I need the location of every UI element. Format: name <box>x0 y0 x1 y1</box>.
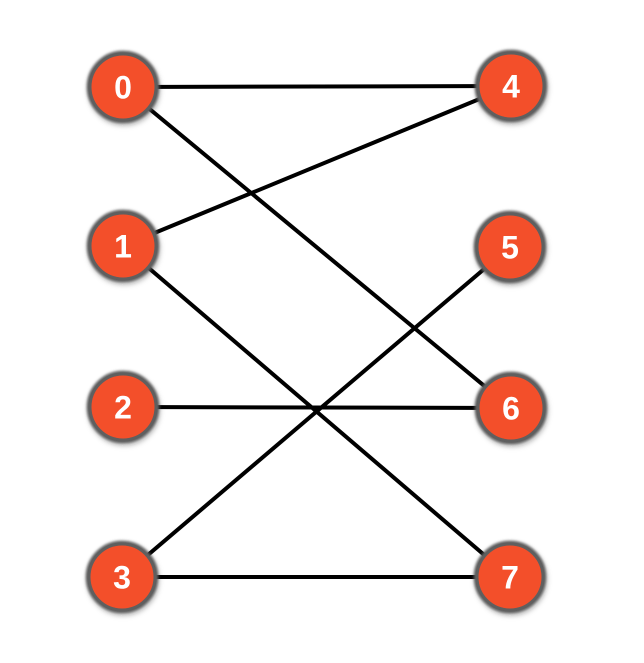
node-circle <box>87 542 157 612</box>
node-circle <box>475 542 545 612</box>
node-circle <box>88 372 158 442</box>
node-label-2: 2 <box>114 390 132 426</box>
node-label-5: 5 <box>501 230 519 266</box>
node-label-4: 4 <box>502 69 520 105</box>
graph-edge-1-4 <box>121 84 513 248</box>
node-circle <box>475 212 545 282</box>
node-label-1: 1 <box>114 229 132 265</box>
node-circle <box>88 52 158 122</box>
graph-edge-2-6 <box>121 405 513 410</box>
graph-node-2: 2 <box>86 370 160 444</box>
node-label-7: 7 <box>501 560 519 596</box>
graph-edge-0-4 <box>121 84 513 89</box>
graph-node-1: 1 <box>86 209 160 283</box>
nodes-layer: 0 1 2 3 4 5 6 7 <box>85 49 548 614</box>
graph-edge-3-5 <box>120 245 512 579</box>
node-circle <box>476 373 546 443</box>
graph-node-5: 5 <box>473 210 547 284</box>
graph-node-3: 3 <box>85 540 159 614</box>
node-label-0: 0 <box>114 70 132 106</box>
graph-node-6: 6 <box>474 371 548 445</box>
node-label-3: 3 <box>113 560 131 596</box>
node-circle <box>88 211 158 281</box>
node-label-6: 6 <box>502 391 520 427</box>
graph-node-4: 4 <box>474 49 548 123</box>
graph-node-7: 7 <box>473 540 547 614</box>
edges-layer <box>120 84 513 579</box>
node-circle <box>476 51 546 121</box>
graph-node-0: 0 <box>86 50 160 124</box>
graph-edge-0-6 <box>121 85 513 410</box>
